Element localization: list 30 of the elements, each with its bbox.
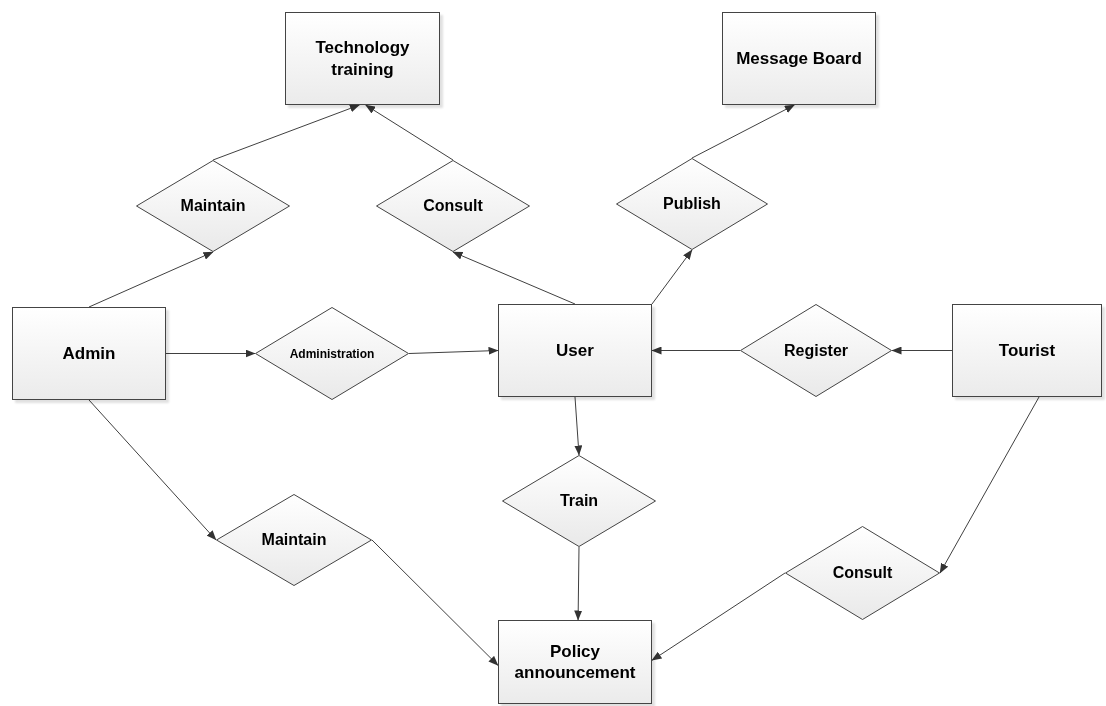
- entity-box: User: [498, 304, 652, 397]
- entity-box: Technology training: [285, 12, 440, 105]
- relationship-diamond: Train: [502, 455, 656, 547]
- entity-box: Message Board: [722, 12, 876, 105]
- arrow: [891, 346, 953, 355]
- entity-box: Policy announcement: [498, 620, 652, 704]
- arrow: [452, 251, 576, 305]
- arrow: [691, 104, 795, 159]
- arrow: [408, 346, 499, 355]
- relationship-diamond: Administration: [255, 307, 409, 400]
- arrow: [371, 539, 499, 666]
- arrow: [365, 104, 454, 161]
- arrow: [651, 346, 741, 355]
- relationship-diamond: Maintain: [136, 160, 290, 252]
- relationship-diamond: Maintain: [216, 494, 372, 586]
- entity-box: Admin: [12, 307, 166, 400]
- relationship-diamond: Register: [740, 304, 892, 397]
- relationship-diamond: Publish: [616, 158, 768, 250]
- arrow: [651, 572, 786, 661]
- arrow: [574, 546, 583, 621]
- arrow: [88, 251, 214, 308]
- relationship-diamond: Consult: [785, 526, 940, 620]
- arrow: [651, 249, 693, 305]
- arrow: [212, 104, 360, 161]
- relationship-diamond: Consult: [376, 160, 530, 252]
- arrow: [939, 396, 1040, 574]
- arrow: [165, 349, 256, 358]
- arrow: [574, 396, 583, 456]
- entity-box: Tourist: [952, 304, 1102, 397]
- arrow: [88, 399, 217, 541]
